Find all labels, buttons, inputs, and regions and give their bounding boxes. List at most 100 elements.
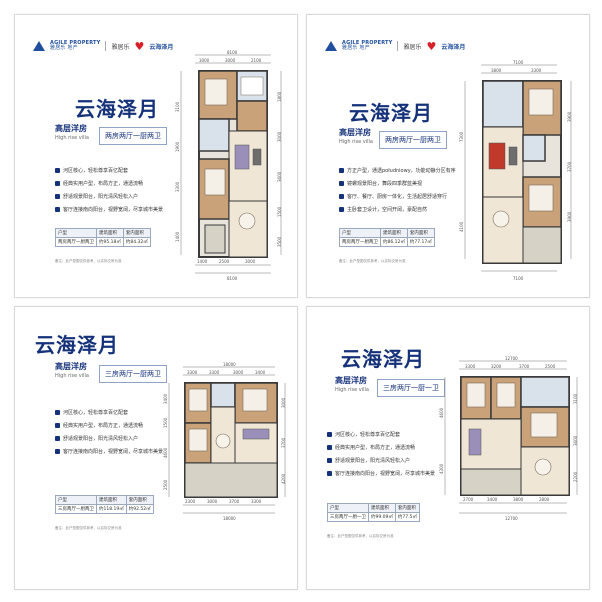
dim-label: 3600 [277,171,282,182]
dim-label: 2100 [251,58,262,63]
dim-label: 2500 [163,479,168,490]
bullet-icon [339,207,344,212]
dim-label: 3000 [277,131,282,142]
dim-label: 8100 [227,276,238,281]
type-cn: 高层洋房 [55,362,87,371]
dim-label: 3100 [573,393,578,404]
dim-label: 3400 [487,497,498,502]
heart-icon: ♥ [134,39,145,53]
bullet-icon [339,168,344,173]
brand-logo-2: 雅居乐 [403,43,422,51]
table-header-row: 户型建筑面积套内面积 [55,495,154,505]
bullet-icon [339,181,344,186]
dim-label: 4600 [163,447,168,458]
feature-item: 客厅、餐厅、厨房一体化，生活起居舒适穿行 [339,193,456,200]
layout-label: 两房两厅一厨两卫 [379,131,447,149]
dim-label: 3300 [251,499,262,504]
dim-label: 1500 [163,417,168,428]
bullet-icon [55,410,60,415]
feature-item: 河区核心，轻松尊享百亿配套 [55,409,163,416]
type-cn: 高层洋房 [339,128,371,137]
dim-label: 3500 [277,236,282,247]
bullet-icon [55,194,60,199]
dim-label: 18000 [223,362,236,367]
table-header-row: 户型建筑面积套内面积 [327,503,420,513]
type-block: 高层洋房 High rise villa [55,123,89,141]
feature-item: 河区核心，轻松尊享百亿配套 [327,431,435,438]
layout-label: 三房两厅一厨一卫 [377,379,445,397]
type-cn: 高层洋房 [335,376,367,385]
dim-label: 3300 [175,181,180,192]
floor-plan-4: 12700 3300 3200 3700 2500 4600 4300 3100… [439,356,578,521]
bullet-icon [55,436,60,441]
type-block: 高层洋房 High rise villa [55,361,89,379]
bullet-icon [327,445,332,450]
feature-item: 方正户型，通透południowy，功能动静分区有序 [339,167,456,174]
dim-label: 3300 [531,68,542,73]
agile-logo-icon [33,41,45,51]
type-block: 高层洋房 High rise villa [335,375,369,393]
feature-item: 镜螺观景阳台，舞段四季群蓝美视 [339,180,456,187]
dim-label: 4300 [439,463,444,474]
dim-label: 1400 [197,259,208,264]
feature-item: 河区核心，轻松尊享百亿配套 [55,167,163,174]
dim-label: 3800 [491,68,502,73]
bullet-icon [327,432,332,437]
dim-label: 18000 [223,516,236,521]
brand-logo-3: 云海泽月 [441,43,466,51]
floor-plan-2: 7100 3800 3300 7300 4100 3900 3700 3900 … [459,60,572,281]
dim-label: 1800 [277,91,282,102]
dim-label: 3000 [207,499,218,504]
developer-name: AGILE PROPERTY [342,40,393,46]
dim-label: 7100 [513,276,524,281]
feature-item: 经典实用户型，布局方正，通透流畅 [327,444,435,451]
type-en: High rise villa [55,373,89,379]
feature-item: 客厅连接南向阳台，视野宽阔，尽享城市美景 [55,448,163,455]
dim-label: 7300 [459,131,464,142]
dim-label: 3600 [573,435,578,446]
developer-cn: 雅居乐 地产 [50,45,78,51]
bullet-icon [55,207,60,212]
feature-list: 河区核心，轻松尊享百亿配套 经典实用户型，布局方正，通透流畅 舒适观景阳台，阳光… [327,431,435,483]
dim-label: 2500 [545,364,556,369]
brand-logo-3: 云海泽月 [149,43,174,51]
disclaimer-note: 备注：此户型图仅供参考，以实际交房为准 [55,259,122,263]
dim-label: 4600 [439,407,444,418]
dim-label: 2300 [185,499,196,504]
project-title: 云海泽月 [341,347,425,371]
type-en: High rise villa [335,387,369,393]
dim-label: 3700 [567,161,572,172]
developer-cn: 雅居乐 地产 [342,45,370,51]
project-title: 云海泽月 [349,101,433,125]
feature-item: 主卧套卫设计，空间开阔，豪配自然 [339,206,456,213]
project-title: 云海泽月 [75,97,159,121]
dim-label: 1900 [175,141,180,152]
dim-label: 3300 [209,370,220,375]
table-header-row: 户型建筑面积套内面积 [55,228,151,238]
brand-logo-2: 雅居乐 [111,43,130,51]
feature-item: 经典实用户型，布局方正，通透流畅 [55,422,163,429]
dim-label: 1500 [277,206,282,217]
disclaimer-note: 备注：此户型图仅供参考，以实际交房为准 [55,526,122,530]
disclaimer-note: 备注：此户型图仅供参考，以实际交房为准 [327,534,394,538]
dim-label: 3200 [491,364,502,369]
dim-label: 3900 [567,211,572,222]
dim-label: 2500 [219,259,230,264]
dim-label: 12700 [505,356,518,361]
table-header-row: 户型建筑面积套内面积 [339,228,435,238]
feature-item: 客厅连接南向阳台，视野宽阔，尽享城市美景 [55,206,163,213]
bullet-icon [55,449,60,454]
dim-label: 3300 [187,370,198,375]
feature-list: 河区核心，轻松尊享百亿配套 经典实用户型，布局方正，通透流畅 舒适观景阳台，阳光… [55,167,163,219]
floorplan-card-3: 云海泽月 高层洋房 High rise villa 三房两厅一厨两卫 河区核心，… [14,306,298,590]
type-en: High rise villa [339,139,373,145]
dim-label: 3000 [225,58,236,63]
dim-label: 3000 [199,58,210,63]
